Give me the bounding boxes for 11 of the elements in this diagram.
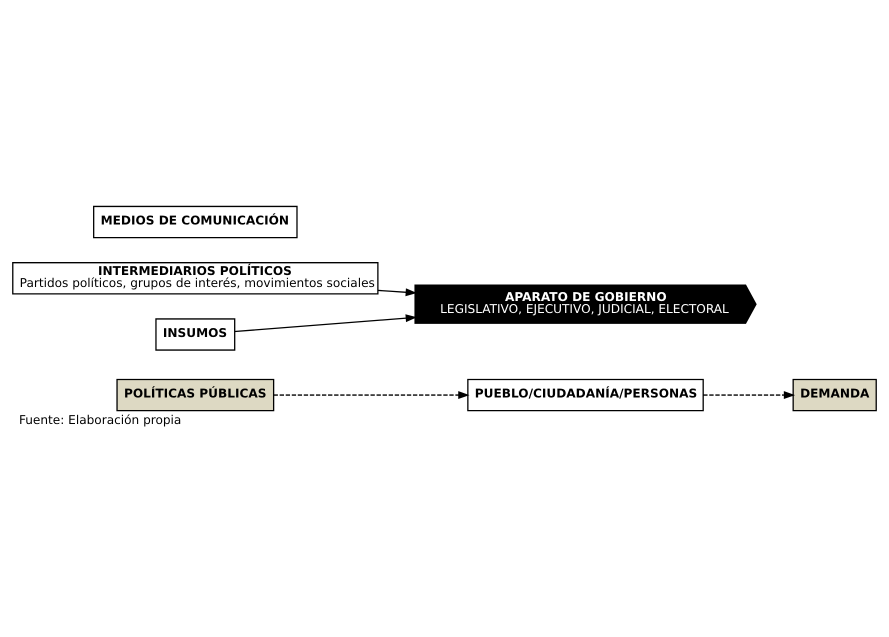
node-box: PUEBLO/CIUDADANÍA/PERSONAS [467,378,704,412]
arrow [378,288,417,296]
node-box: POLÍTICAS PÚBLICAS [116,378,274,412]
node-box: INSUMOS [155,318,236,351]
arrow [703,391,796,400]
node-box: MEDIOS DE COMUNICACIÓN [93,206,298,238]
node-box: INTERMEDIARIOS POLÍTICOS Partidos políticos, grupos de interés, movimientos sociales [12,262,379,294]
arrow [274,391,470,400]
node-box: DEMANDA [792,378,877,412]
caption: Fuente: Elaboración propia [18,412,182,427]
arrow [234,314,417,332]
